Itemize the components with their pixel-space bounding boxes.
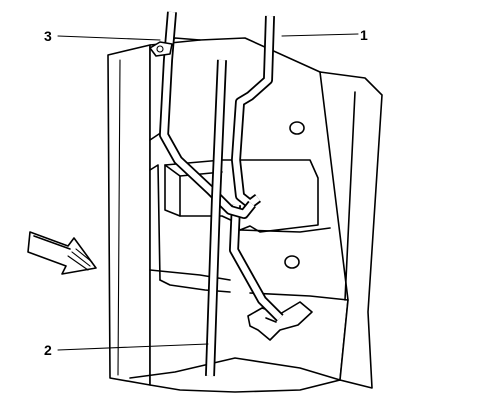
callout-1: 1 xyxy=(360,27,368,43)
top-clip xyxy=(149,41,173,57)
pipe-2 xyxy=(205,59,227,377)
mounting-holes xyxy=(284,121,305,269)
leader-lines xyxy=(57,33,359,351)
callout-2: 2 xyxy=(44,342,52,358)
leader-2 xyxy=(57,343,209,351)
leader-1 xyxy=(281,33,359,37)
pipe-3 xyxy=(159,11,256,219)
front-arrow-icon xyxy=(27,231,97,275)
pillar-body xyxy=(107,37,383,393)
callout-3: 3 xyxy=(44,28,52,44)
leader-3 xyxy=(57,35,161,41)
